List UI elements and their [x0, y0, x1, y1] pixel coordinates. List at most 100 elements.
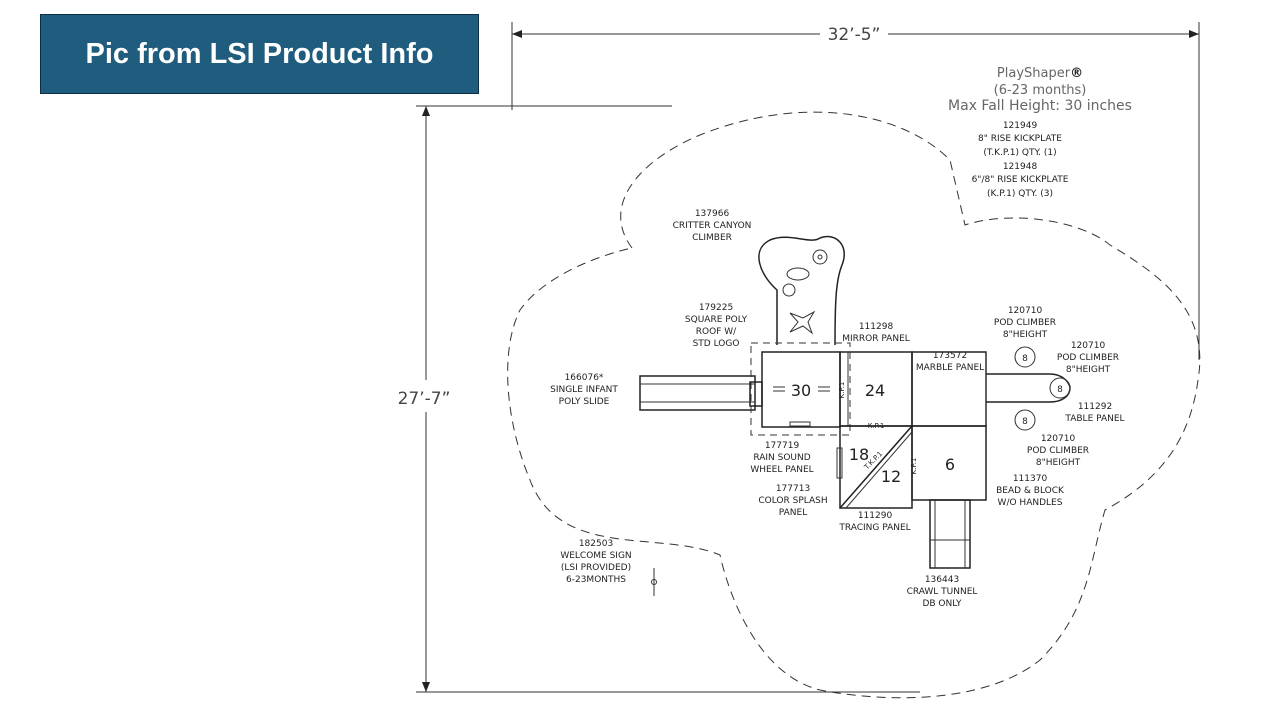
pod-climber: 8	[1049, 377, 1071, 399]
caterpillar-icon	[786, 267, 810, 281]
title-banner: Pic from LSI Product Info	[40, 14, 479, 94]
pod1-label: 120710 POD CLIMBER 8"HEIGHT	[994, 306, 1056, 340]
deck-height-12: 12	[881, 467, 901, 486]
label-line: (LSI PROVIDED)	[561, 563, 631, 573]
label-line: 166076*	[565, 373, 604, 383]
label-line: COLOR SPLASH	[758, 496, 827, 506]
label-line: STD LOGO	[693, 339, 740, 349]
roof-outline	[750, 342, 851, 436]
label-line: SQUARE POLY	[685, 315, 748, 325]
splash-label: 177713 COLOR SPLASH PANEL	[758, 484, 827, 518]
label-line: TRACING PANEL	[838, 523, 910, 533]
label-line: 182503	[579, 539, 613, 549]
bead-label: 111370 BEAD & BLOCK W/O HANDLES	[996, 474, 1065, 508]
deck-30: 30	[761, 351, 841, 428]
label-line: 111290	[858, 511, 893, 521]
tunnel-label: 136443 CRAWL TUNNEL DB ONLY	[907, 575, 978, 609]
infant-slide	[639, 375, 763, 411]
pod-height: 8	[1057, 385, 1063, 395]
max-fall-height: Max Fall Height: 30 inches	[948, 98, 1132, 114]
label-line: 111292	[1078, 402, 1112, 412]
label-line: WHEEL PANEL	[750, 465, 813, 475]
label-line: 177713	[776, 484, 810, 494]
label-line: POD CLIMBER	[994, 318, 1056, 328]
label-line: 8"HEIGHT	[1066, 365, 1111, 375]
welcome-sign-label: 182503 WELCOME SIGN (LSI PROVIDED) 6-23M…	[560, 539, 631, 585]
label-line: DB ONLY	[922, 599, 962, 609]
deck-height-18: 18	[849, 445, 869, 464]
height-dimension-label: 27’-7”	[398, 389, 451, 409]
height-dimension: 27’-7”	[398, 105, 920, 693]
safety-zone-outline	[507, 111, 1201, 699]
title-block: PlayShaper® (6-23 months) Max Fall Heigh…	[948, 66, 1132, 114]
pod-climber: 8	[1014, 409, 1036, 431]
label-line: 8"HEIGHT	[1003, 330, 1048, 340]
registered-mark: ®	[1070, 66, 1083, 81]
label-line: 173572	[933, 351, 967, 361]
label-line: BEAD & BLOCK	[996, 486, 1065, 496]
kickplate-notes: 121949 8" RISE KICKPLATE (T.K.P.1) QTY. …	[972, 121, 1069, 199]
label-line: ROOF W/	[696, 327, 737, 337]
crawl-tunnel	[929, 499, 971, 569]
label-line: MARBLE PANEL	[916, 363, 984, 373]
pod-height: 8	[1022, 354, 1028, 364]
label-line: PANEL	[779, 508, 807, 518]
product-name: PlayShaper	[997, 66, 1071, 81]
critter-canyon-climber	[758, 235, 845, 346]
kickplate-note: 6"/8" RISE KICKPLATE	[972, 175, 1069, 185]
kickplate-label: K.P.1	[838, 382, 846, 399]
critter-label: 137966 CRITTER CANYON CLIMBER	[673, 209, 752, 243]
age-range: (6-23 months)	[994, 83, 1087, 98]
flower-icon	[812, 249, 828, 265]
butterfly-icon	[789, 310, 816, 335]
deck-24: 24 K.P.1 K.P.1	[838, 351, 913, 430]
label-line: 120710	[1008, 306, 1043, 316]
deck-height-24: 24	[865, 381, 885, 400]
width-dimension-label: 32’-5”	[828, 25, 881, 45]
label-line: 177719	[765, 441, 800, 451]
label-line: 111370	[1013, 474, 1048, 484]
kickplate-note: 121949	[1003, 121, 1038, 131]
pod-height: 8	[1022, 417, 1028, 427]
label-line: MIRROR PANEL	[842, 334, 910, 344]
svg-text:PlayShaper®: PlayShaper®	[997, 66, 1083, 81]
deck-height-6: 6	[945, 455, 955, 474]
pod-climber: 8	[1014, 346, 1036, 368]
label-line: 137966	[695, 209, 730, 219]
label-line: CRITTER CANYON	[673, 221, 752, 231]
bug-icon	[782, 283, 796, 297]
label-line: 6-23MONTHS	[566, 575, 626, 585]
label-line: 120710	[1041, 434, 1076, 444]
label-line: SINGLE INFANT	[550, 385, 618, 395]
pod3-label: 120710 POD CLIMBER 8"HEIGHT	[1027, 434, 1089, 468]
label-line: POD CLIMBER	[1057, 353, 1119, 363]
welcome-sign-symbol	[651, 568, 657, 596]
label-line: W/O HANDLES	[998, 498, 1063, 508]
mirror-label: 111298 MIRROR PANEL	[842, 322, 910, 344]
pod2-label: 120710 POD CLIMBER 8"HEIGHT	[1057, 341, 1119, 375]
deck-height-30: 30	[791, 381, 811, 400]
banner-text: Pic from LSI Product Info	[85, 37, 434, 70]
marble-label: 173572 MARBLE PANEL	[916, 351, 984, 373]
label-line: 111298	[859, 322, 894, 332]
kickplate-note: (K.P.1) QTY. (3)	[987, 189, 1053, 199]
label-line: POLY SLIDE	[559, 397, 610, 407]
kickplate-note: 121948	[1003, 162, 1038, 172]
label-line: CRAWL TUNNEL	[907, 587, 978, 597]
roof-label: 179225 SQUARE POLY ROOF W/ STD LOGO	[685, 303, 748, 349]
deck-18-12: 18 12 T.K.P.1	[836, 425, 913, 509]
label-line: 136443	[925, 575, 959, 585]
kickplate-note: 8" RISE KICKPLATE	[978, 134, 1062, 144]
kickplate-label: K.P.1	[910, 458, 918, 475]
table-label: 111292 TABLE PANEL	[1064, 402, 1124, 424]
deck-6: 6 K.P.1	[910, 425, 987, 501]
label-line: 179225	[699, 303, 733, 313]
slide-label: 166076* SINGLE INFANT POLY SLIDE	[550, 373, 618, 407]
rain-label: 177719 RAIN SOUND WHEEL PANEL	[750, 441, 813, 475]
width-dimension: 32’-5”	[511, 22, 1200, 360]
label-line: TABLE PANEL	[1064, 414, 1124, 424]
label-line: WELCOME SIGN	[560, 551, 631, 561]
label-line: POD CLIMBER	[1027, 446, 1089, 456]
label-line: RAIN SOUND	[753, 453, 810, 463]
